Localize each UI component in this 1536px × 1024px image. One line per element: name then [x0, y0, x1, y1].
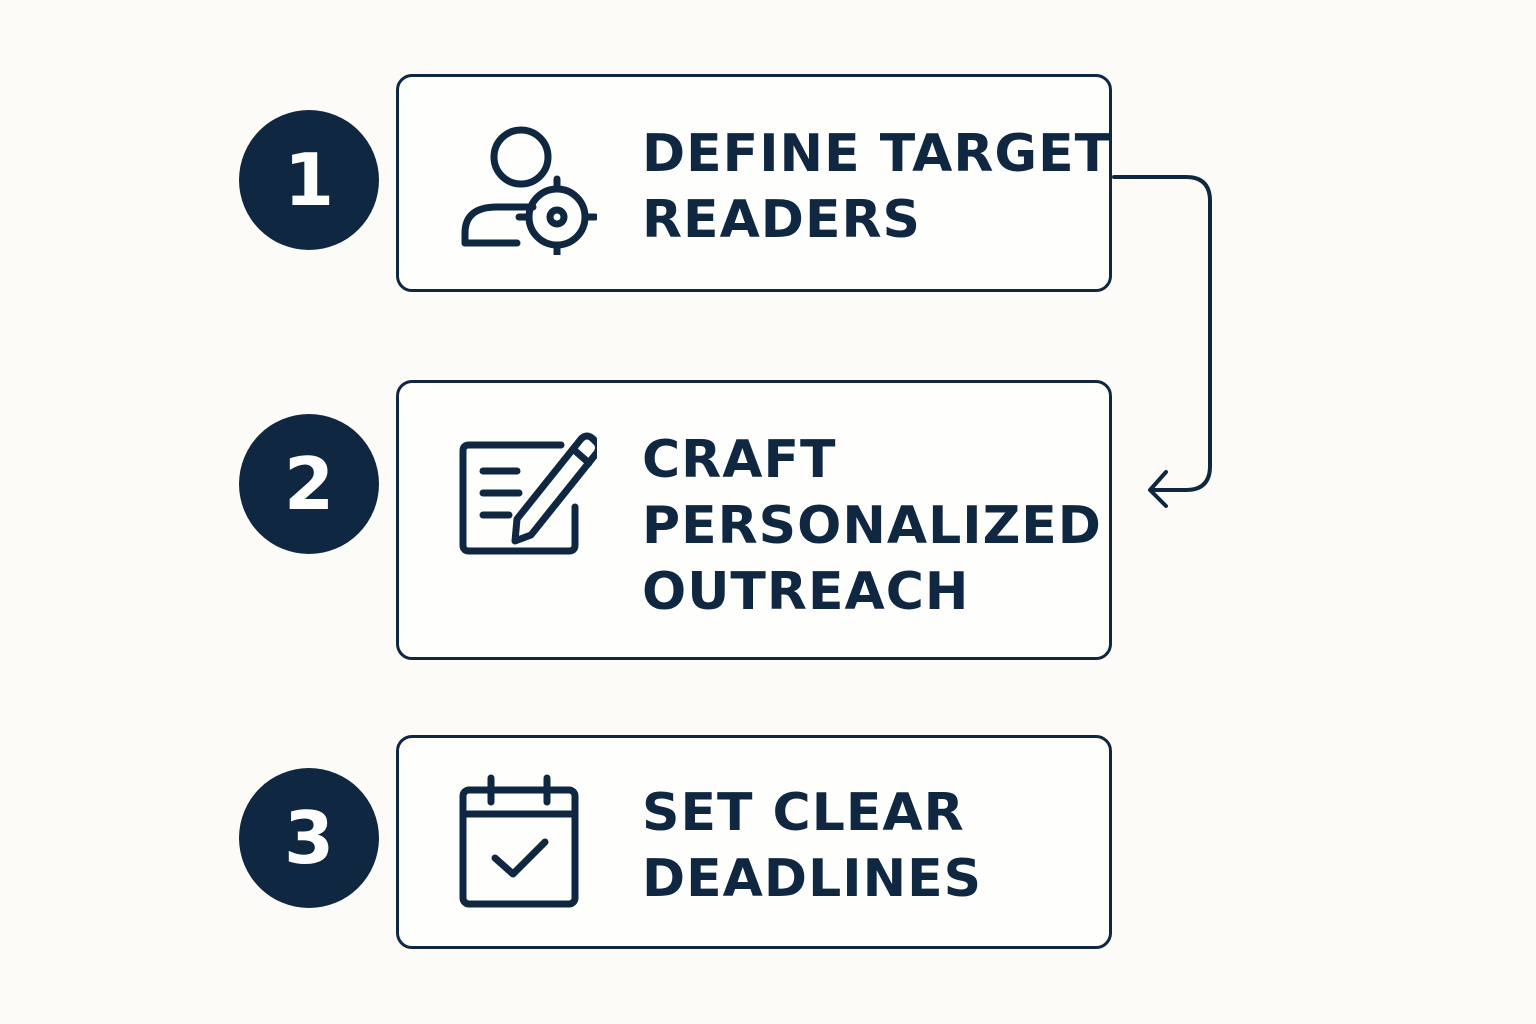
- step-2-number-badge: 2: [239, 414, 379, 554]
- step-2-title: CRAFT PERSONALIZED OUTREACH: [642, 427, 1102, 625]
- calendar-check-icon: [459, 774, 579, 908]
- person-target-icon: [461, 126, 597, 255]
- step-3-title: SET CLEAR DEADLINES: [642, 780, 1102, 912]
- step-2-title-line-1: CRAFT: [642, 430, 837, 490]
- step-1-number: 1: [283, 138, 335, 222]
- step-2-title-line-3: OUTREACH: [642, 562, 970, 622]
- step-1-title-line-1: DEFINE TARGET: [642, 124, 1112, 184]
- step-3-number: 3: [283, 796, 335, 880]
- step-3-title-line-2: DEADLINES: [642, 849, 983, 909]
- step-2-card: CRAFT PERSONALIZED OUTREACH: [396, 380, 1112, 660]
- step-2-number: 2: [283, 442, 335, 526]
- document-pencil-icon: [459, 432, 597, 555]
- step-1-number-badge: 1: [239, 110, 379, 250]
- step-1-title-line-2: READERS: [642, 190, 921, 250]
- step-3-card: SET CLEAR DEADLINES: [396, 735, 1112, 949]
- step-3-number-badge: 3: [239, 768, 379, 908]
- step-2-title-line-2: PERSONALIZED: [642, 496, 1102, 556]
- step-1-title: DEFINE TARGET READERS: [642, 121, 1112, 253]
- step-3-title-line-1: SET CLEAR: [642, 783, 965, 843]
- step-1-card: DEFINE TARGET READERS: [396, 74, 1112, 292]
